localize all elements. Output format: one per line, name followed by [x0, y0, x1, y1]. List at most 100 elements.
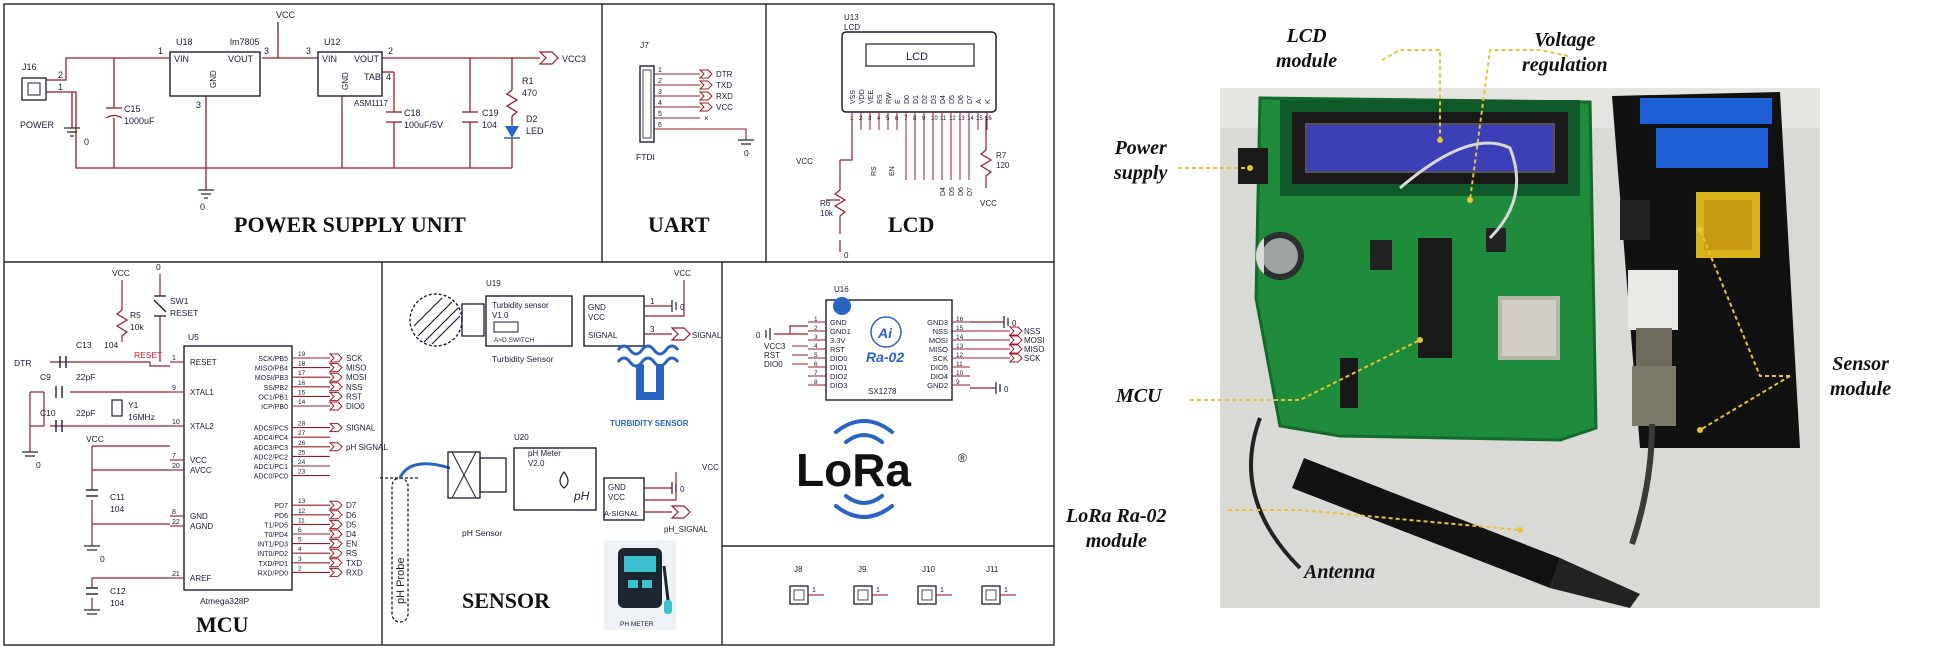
mcu-right-name: ADC1/PC1	[254, 464, 288, 471]
lcd-pin-name: K	[985, 99, 992, 104]
lcd-pin-name: VDD	[859, 89, 866, 104]
lora-left-num: 7	[814, 370, 818, 377]
uart-net-flag	[698, 69, 713, 79]
c10-value: 22pF	[76, 408, 95, 418]
mcu-right-num: 14	[298, 399, 306, 406]
j16-label: J16	[22, 62, 37, 72]
lcd-en-net: EN	[889, 166, 896, 176]
mcu-left-name: AVCC	[190, 466, 212, 475]
mcu-right-name: INT0/PD2	[257, 551, 288, 558]
lcd-data-net: D7	[967, 187, 974, 196]
uart-net-label: VCC	[716, 103, 733, 112]
lcd-pin-num: 14	[967, 116, 974, 122]
gnd-zero-2: 0	[200, 202, 205, 212]
ph-mark: pH	[573, 489, 590, 503]
uart-gnd-zero: 0	[744, 148, 749, 158]
ad-switch: A>D SWITCH	[494, 337, 535, 344]
mcu-net-flag	[328, 548, 343, 558]
lcd-rs-net: RS	[871, 166, 878, 176]
callout-lcd-line2: module	[1276, 50, 1338, 72]
dtr-net: DTR	[14, 358, 31, 368]
uart-nc-mark: ×	[704, 114, 709, 123]
lcd-screen-label: LCD	[906, 51, 928, 63]
mcu-right-name: ADC2/PC2	[254, 454, 288, 461]
lora-chip: SX1278	[868, 387, 897, 396]
c11-value: 104	[110, 504, 124, 514]
lcd-pin-name: D0	[904, 95, 911, 104]
power-supply-title: POWER SUPPLY UNIT	[234, 212, 466, 237]
u12-pin3: 3	[306, 46, 311, 56]
callout-voltage-line2: regulation	[1522, 54, 1608, 76]
mcu-right-num: 5	[298, 537, 302, 544]
mcu-left-name: XTAL1	[190, 388, 214, 397]
mcu-net-flag	[328, 353, 343, 363]
y1-label: Y1	[128, 400, 139, 410]
lora-right-sig: SCK	[1024, 354, 1041, 363]
callout-voltage-regulation: Voltage regulation	[1522, 28, 1608, 78]
lora-left-name: 3.3V	[830, 336, 845, 345]
mcu-net-label: RS	[346, 549, 357, 558]
lora-right-name: GND2	[927, 381, 948, 390]
lcd-pin-num: 7	[904, 116, 908, 122]
u12-tab: TAB	[364, 72, 381, 82]
u18-vin: VIN	[174, 54, 189, 64]
u12-pin2: 2	[388, 46, 393, 56]
callout-lcd-module: LCD module	[1276, 24, 1337, 74]
lora-left-num: 3	[814, 334, 818, 341]
lora-left-num: 8	[814, 379, 818, 386]
lora-right-name: SCK	[933, 354, 948, 363]
lora-left-name: DIO0	[830, 354, 848, 363]
lcd-data-net: D6	[958, 187, 965, 196]
connector-ref: J11	[986, 565, 999, 574]
mcu-left-name: RESET	[190, 358, 217, 367]
c9-label: C9	[40, 372, 51, 382]
mcu-right-name: MISO/PB4	[255, 366, 288, 373]
sw1-label: SW1	[170, 296, 189, 306]
u5-part: Atmega328P	[200, 596, 249, 606]
lora-net-flag	[1008, 353, 1023, 363]
callout-lcd-line1: LCD	[1286, 25, 1327, 47]
callout-mcu-line1: MCU	[1116, 385, 1162, 407]
c13-value: 104	[104, 340, 118, 350]
u20-gnd: GND	[608, 483, 626, 492]
turbidity-caption: Turbidity Sensor	[492, 354, 554, 364]
vcc-top: VCC	[276, 10, 296, 20]
uart-pin-num: 4	[658, 100, 662, 107]
mcu-zero-mid: 0	[100, 554, 105, 564]
mcu-left-name: VCC	[190, 456, 207, 465]
connector-pad	[793, 589, 805, 601]
ph-title: pH Meter	[528, 449, 561, 458]
callout-power-supply: Power supply	[1114, 136, 1167, 186]
lora-right-num: 13	[956, 343, 964, 350]
u19-label: U19	[486, 279, 501, 288]
u12-vout: VOUT	[354, 54, 380, 64]
u19-pin3: 3	[650, 325, 655, 334]
r6-value: 10k	[820, 209, 834, 218]
mcu-net-label: D4	[346, 530, 357, 539]
callout-antenna-line1: Antenna	[1304, 561, 1376, 583]
lcd-gnd-zero: 0	[844, 251, 849, 260]
u18-vout: VOUT	[228, 54, 254, 64]
lcd-data-net: D5	[949, 187, 956, 196]
r1-value: 470	[522, 88, 537, 98]
mcu-zero-left: 0	[36, 460, 41, 470]
u18-label: U18	[176, 37, 193, 47]
c15-value: 1000uF	[124, 116, 155, 126]
uart-title: UART	[648, 212, 710, 237]
schematic-diagram: J16 POWER 2 1 0 C15 1000uF U18 lm7805 VI…	[3, 3, 1055, 646]
lcd-pin-name: VEE	[868, 90, 875, 104]
lcd-pin-name: D6	[958, 95, 965, 104]
lora-wave-icon	[834, 419, 894, 519]
r7-value: 120	[996, 161, 1010, 170]
r6-label: R6	[820, 199, 831, 208]
uart-pin-num: 3	[658, 89, 662, 96]
uart-net-label: TXD	[716, 81, 732, 90]
c12-value: 104	[110, 598, 124, 608]
lora-left-name: GND1	[830, 327, 851, 336]
mcu-vcc-2: VCC	[86, 434, 104, 444]
lora-right-name: NSS	[933, 327, 948, 336]
